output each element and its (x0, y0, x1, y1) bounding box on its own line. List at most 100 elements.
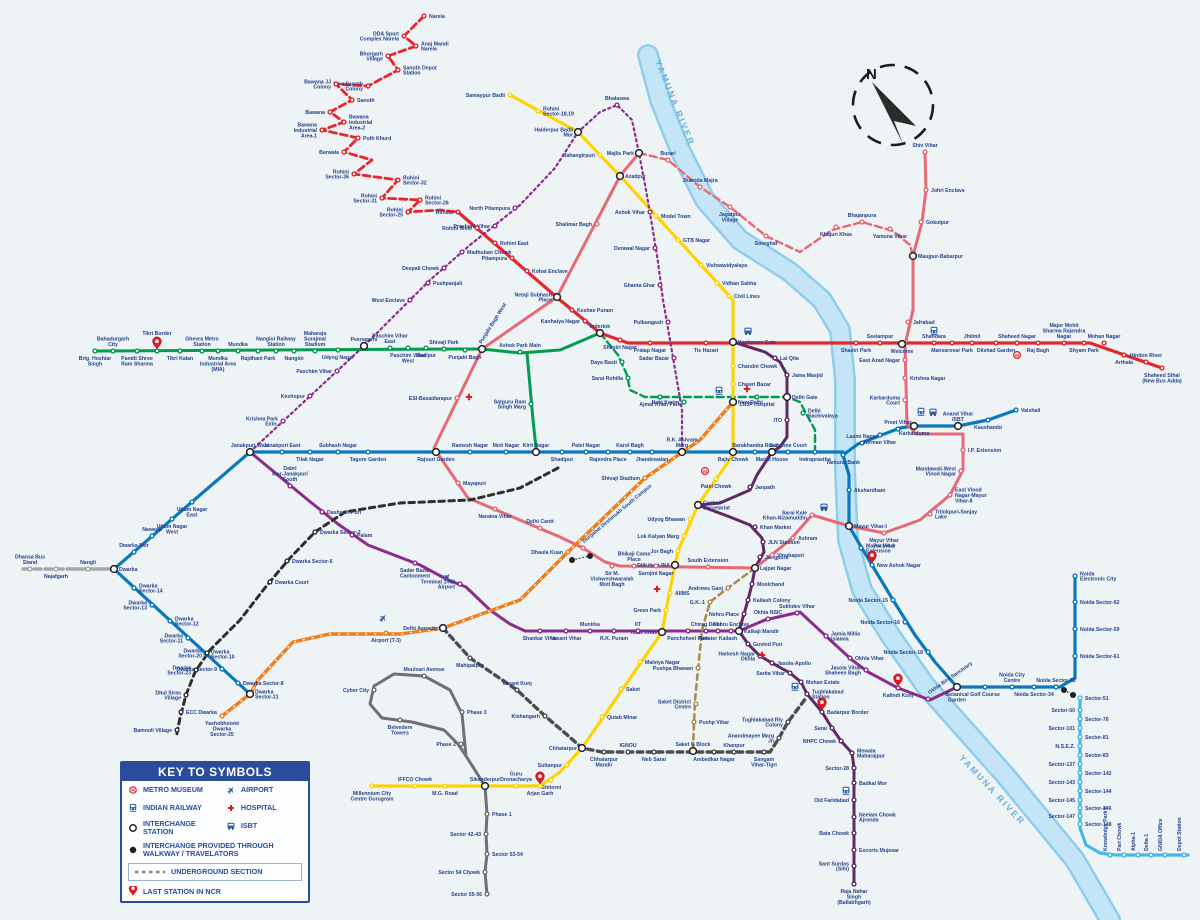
line-dwarka-ecc (174, 466, 560, 740)
legend-item-interchange-station: INTERCHANGE STATION (126, 818, 224, 838)
svg-text:IGNOU: IGNOU (619, 743, 636, 749)
station-delhi-cantt: Delhi Cantt (526, 519, 554, 531)
svg-text:Karkarduma: Karkarduma (899, 431, 929, 437)
svg-text:Madipur: Madipur (416, 353, 436, 359)
train-icon (791, 682, 799, 691)
svg-text:Jangpura: Jangpura (765, 555, 788, 561)
svg-text:Jhandewalan: Jhandewalan (636, 457, 669, 463)
north-compass: N (851, 63, 935, 147)
station-barwala: Barwala (319, 149, 347, 156)
station-jahangirpuri: Jahangirpuri (564, 152, 603, 159)
station-nawada: Nawada (142, 527, 162, 539)
cross-icon (743, 385, 751, 393)
train-icon (917, 407, 925, 416)
station-nangloi: Nangloi (284, 348, 304, 362)
svg-text:Sarojini Nagar: Sarojini Nagar (638, 571, 673, 577)
svg-text:Sarai Rohilla: Sarai Rohilla (592, 376, 624, 382)
svg-text:Okhla Vihar: Okhla Vihar (855, 656, 884, 662)
svg-text:Noida Sector-59: Noida Sector-59 (1080, 627, 1120, 633)
station-bata-chowk: Bata Chowk (819, 830, 857, 837)
svg-text:Sarai: Sarai (814, 726, 827, 732)
svg-text:Akshardham: Akshardham (854, 488, 886, 494)
station-sector-146: Sector-146 (1077, 805, 1112, 812)
svg-text:Chawri Bazar: Chawri Bazar (738, 382, 771, 388)
station-new-delhi: New Delhi (728, 397, 763, 407)
svg-text:Sector 54 Chowk: Sector 54 Chowk (438, 870, 480, 876)
station-shankar-vihar: Shankar Vihar (523, 628, 557, 642)
station-pratap-nagar: Pratap Nagar (634, 340, 666, 354)
svg-text:Lal Qila: Lal Qila (780, 356, 799, 362)
svg-text:Gokulpur: Gokulpur (926, 220, 949, 226)
station-saket-g-block: Saket G Block (676, 742, 711, 756)
svg-text:Sector-137: Sector-137 (1048, 762, 1075, 768)
station-supreme-court: Supreme Court (769, 443, 807, 455)
svg-text:Dwarka Mor: Dwarka Mor (119, 543, 148, 549)
station-sector-142: Sector-142 (1077, 770, 1112, 777)
svg-text:Rajouri Garden: Rajouri Garden (417, 457, 454, 463)
station-kirti-nagar: Kirti Nagar (523, 443, 549, 457)
svg-text:Johri Enclave: Johri Enclave (931, 188, 965, 194)
station-karol-bagh: Karol Bagh (616, 443, 644, 455)
station-subhash-nagar: Subhash Nagar (319, 443, 357, 455)
svg-text:Azadpur: Azadpur (625, 174, 646, 180)
svg-text:Inderlok: Inderlok (590, 324, 610, 330)
svg-text:Noida Sector-18: Noida Sector-18 (884, 650, 924, 656)
svg-text:Nangloi: Nangloi (284, 356, 304, 362)
svg-text:Mohan Estate: Mohan Estate (806, 680, 840, 686)
station-kishangarh: Kishangarh (511, 713, 548, 720)
svg-text:ITO: ITO (773, 418, 782, 424)
station-akshardham: Akshardham (846, 487, 886, 494)
svg-text:Knowledge Park II: Knowledge Park II (1103, 806, 1109, 851)
station-ecc-dwarka: ECC Dwarka (178, 709, 217, 716)
station-puth-khurd: Puth Khurd (355, 135, 391, 142)
station-moulsari-avenue: Moulsari Avenue (403, 667, 445, 679)
svg-text:Jafrabad: Jafrabad (913, 320, 935, 326)
station-pari-chowk: Pari Chowk (1117, 823, 1127, 858)
svg-text:Kaushambi: Kaushambi (974, 425, 1003, 431)
svg-text:Alpha-1: Alpha-1 (1131, 832, 1137, 851)
station-saket: Saket (618, 686, 640, 693)
svg-text:Keshopur: Keshopur (281, 394, 305, 400)
svg-text:Narela: Narela (429, 14, 445, 20)
walkway-link-1 (1061, 687, 1076, 698)
svg-text:Sector-145: Sector-145 (1048, 798, 1075, 804)
svg-text:Noida Sector-52: Noida Sector-52 (1036, 678, 1076, 684)
svg-text:Lok Kalyan Marg: Lok Kalyan Marg (637, 534, 679, 540)
svg-text:Mandi House: Mandi House (756, 457, 788, 463)
station-model-town: Model Town (653, 213, 691, 220)
svg-text:Sector-51: Sector-51 (1085, 696, 1109, 702)
station-rohini-west: Rohini West (442, 225, 480, 232)
svg-text:Qutab Minar: Qutab Minar (607, 715, 637, 721)
station-mohan-estate: Mohan Estate (798, 679, 840, 686)
station-noida-sector-16: Noida Sector-16 (861, 619, 908, 626)
station-badarpur-border: Badarpur Border (817, 697, 869, 716)
station-m-g-road: M.G. Road (432, 783, 458, 797)
station-nabi-karim: Nabi Karim (652, 399, 687, 406)
line-rapid-stem (483, 784, 489, 896)
svg-text:Noida Sector-15: Noida Sector-15 (849, 598, 889, 604)
station-jln-stadium: JLN Stadium (760, 539, 800, 546)
legend-row: LAST STATION IN NCR (122, 883, 308, 901)
station-paschim-vihar: Paschim Vihar (296, 368, 340, 375)
station-welcome: Welcome (891, 339, 913, 355)
station-iit: IIT (635, 622, 642, 634)
svg-text:Delhi Aerocity: Delhi Aerocity (403, 626, 438, 632)
